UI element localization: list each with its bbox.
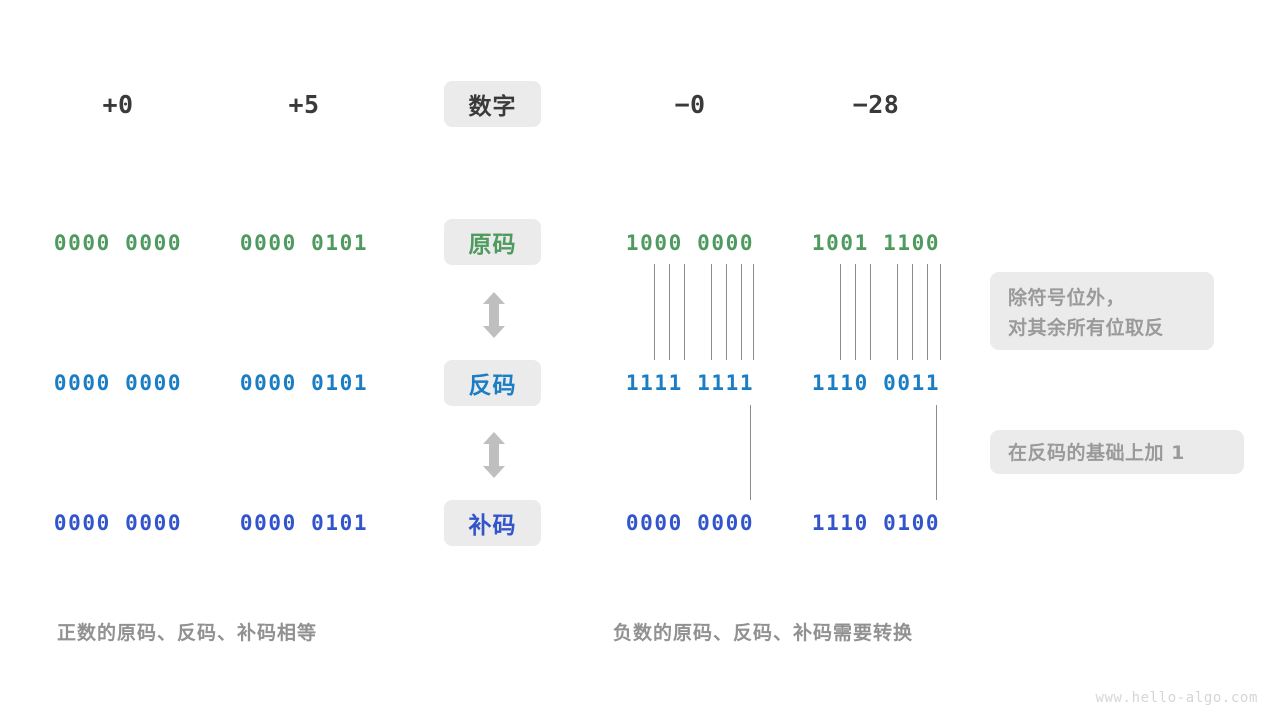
connector-line: [669, 264, 670, 360]
connector-line: [753, 264, 754, 360]
watermark-url: www.hello-algo.com: [1095, 690, 1258, 706]
bits-twos-complement-plus-five: 0000 0101: [239, 511, 369, 535]
bits-sign-magnitude-plus-zero: 0000 0000: [53, 231, 183, 255]
double-arrow-icon-original-to-ones: [481, 292, 507, 338]
connector-line: [726, 264, 727, 360]
connector-line: [750, 405, 751, 500]
note-add-one: 在反码的基础上加 1: [990, 430, 1244, 474]
bits-sign-magnitude-minus-twentyeight: 1001 1100: [811, 231, 941, 255]
note-add-one-line1: 在反码的基础上加 1: [1008, 442, 1185, 464]
bits-twos-complement-minus-twentyeight: 1110 0100: [811, 511, 941, 535]
header-label-minus-twentyeight: −28: [852, 89, 900, 119]
note-invert-bits-line1: 除符号位外，: [1008, 287, 1126, 309]
bits-sign-magnitude-minus-zero: 1000 0000: [625, 231, 755, 255]
connector-line: [684, 264, 685, 360]
connector-line: [927, 264, 928, 360]
row-badge-twos-complement: 补码: [444, 500, 541, 546]
note-invert-bits: 除符号位外， 对其余所有位取反: [990, 272, 1214, 350]
header-label-plus-zero: +0: [102, 89, 134, 119]
caption-negative-numbers: 负数的原码、反码、补码需要转换: [613, 622, 914, 644]
header-badge-number: 数字: [444, 81, 541, 127]
connector-line: [940, 264, 941, 360]
bits-ones-complement-minus-twentyeight: 1110 0011: [811, 371, 941, 395]
caption-positive-numbers: 正数的原码、反码、补码相等: [57, 622, 318, 644]
connector-line: [897, 264, 898, 360]
header-label-minus-zero: −0: [674, 89, 706, 119]
bits-sign-magnitude-plus-five: 0000 0101: [239, 231, 369, 255]
bits-twos-complement-minus-zero: 0000 0000: [625, 511, 755, 535]
row-badge-sign-magnitude: 原码: [444, 219, 541, 265]
connector-line: [870, 264, 871, 360]
row-badge-ones-complement: 反码: [444, 360, 541, 406]
connector-line: [741, 264, 742, 360]
connector-line: [711, 264, 712, 360]
bits-ones-complement-minus-zero: 1111 1111: [625, 371, 755, 395]
bits-twos-complement-plus-zero: 0000 0000: [53, 511, 183, 535]
header-label-plus-five: +5: [288, 89, 320, 119]
connector-line: [840, 264, 841, 360]
double-arrow-icon-ones-to-twos: [481, 432, 507, 478]
connector-line: [855, 264, 856, 360]
bits-ones-complement-plus-five: 0000 0101: [239, 371, 369, 395]
connector-line: [912, 264, 913, 360]
connector-line: [654, 264, 655, 360]
connector-line: [936, 405, 937, 500]
bits-ones-complement-plus-zero: 0000 0000: [53, 371, 183, 395]
note-invert-bits-line2: 对其余所有位取反: [1008, 317, 1165, 339]
